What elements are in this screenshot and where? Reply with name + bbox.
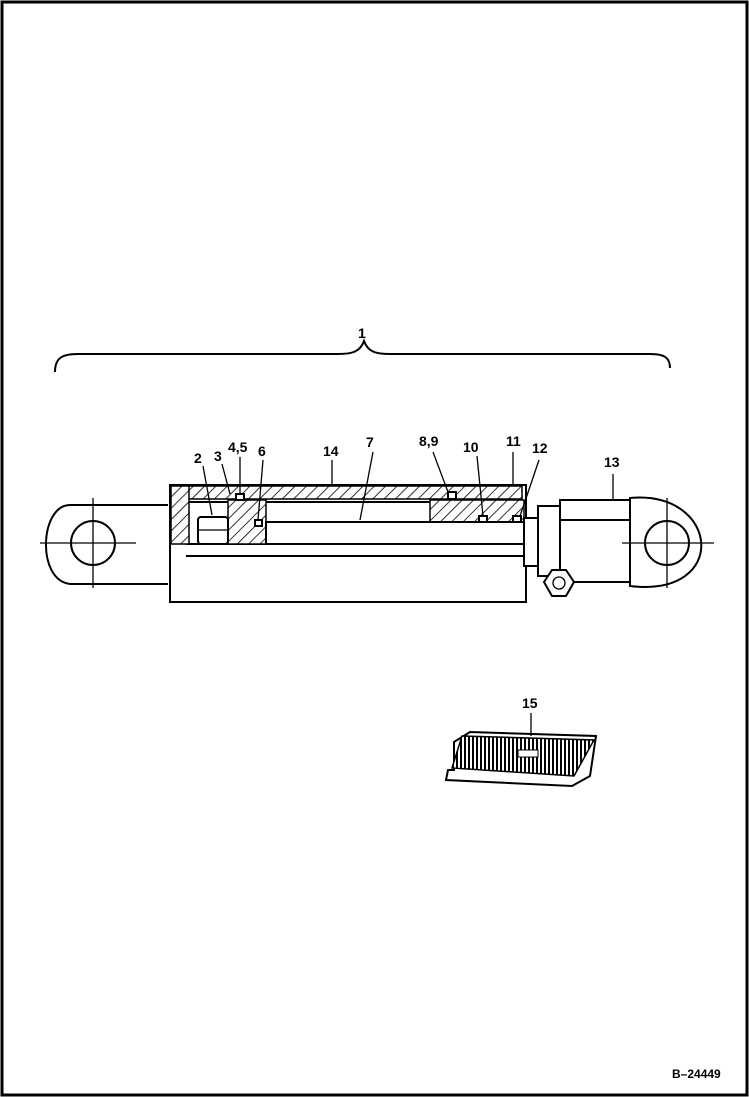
decal-item-15 bbox=[444, 730, 598, 788]
callout-10: 10 bbox=[463, 439, 479, 455]
callout-14: 14 bbox=[323, 443, 339, 459]
assembly-brace bbox=[54, 338, 671, 373]
callout-11: 11 bbox=[506, 433, 521, 449]
cylinder-barrel bbox=[169, 484, 527, 603]
callout-12: 12 bbox=[532, 440, 548, 456]
figure-reference-number: B–24449 bbox=[672, 1067, 721, 1081]
right-rod-end bbox=[523, 496, 714, 597]
callout-8-9: 8,9 bbox=[419, 433, 439, 449]
callout-13: 13 bbox=[604, 454, 620, 470]
left-rod-eye bbox=[40, 498, 168, 588]
leader-lines bbox=[202, 451, 614, 736]
callout-7: 7 bbox=[366, 434, 374, 450]
callout-4-5: 4,5 bbox=[228, 439, 248, 455]
callout-6: 6 bbox=[258, 443, 266, 459]
callout-2: 2 bbox=[194, 450, 202, 466]
callout-15: 15 bbox=[522, 695, 538, 711]
callout-1: 1 bbox=[358, 325, 366, 341]
callout-3: 3 bbox=[214, 448, 222, 464]
